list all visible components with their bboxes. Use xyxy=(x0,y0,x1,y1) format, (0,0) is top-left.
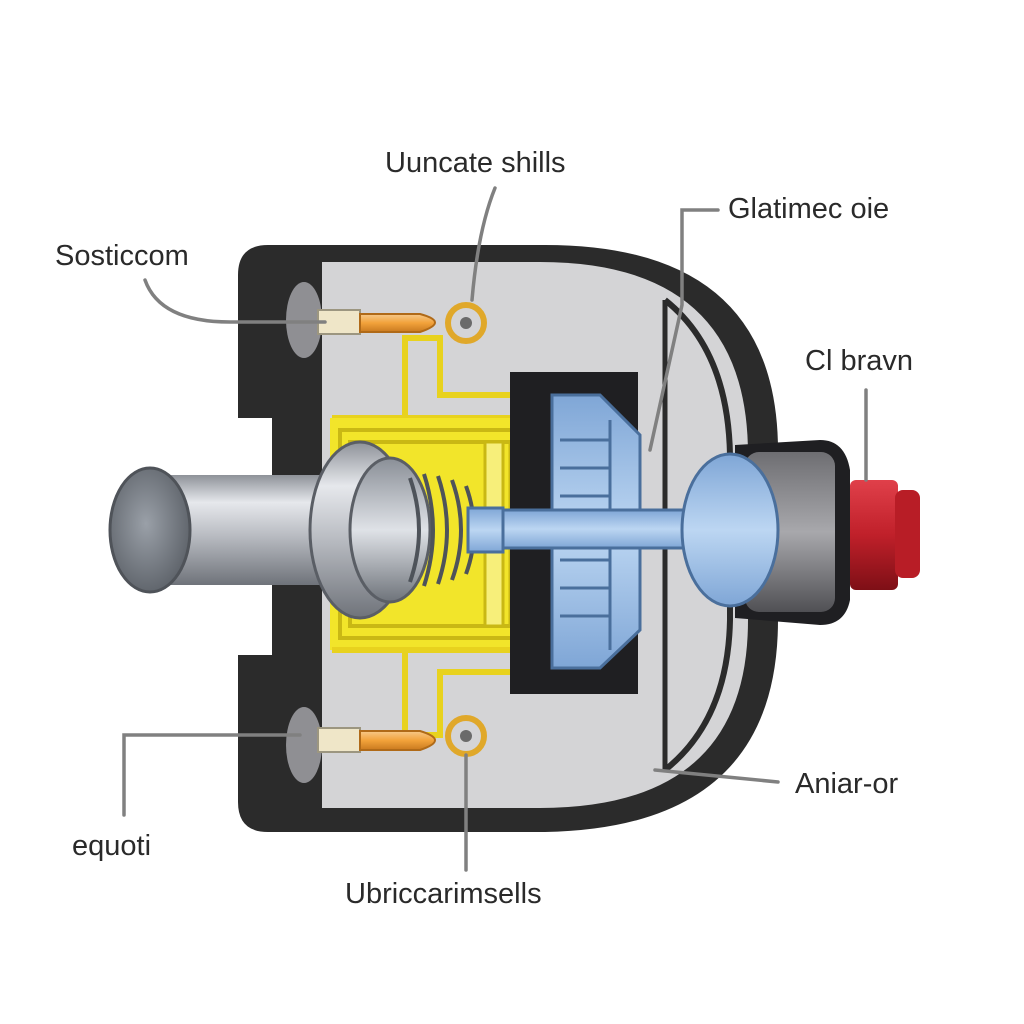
label-sosticcom: Sosticcom xyxy=(55,240,189,272)
leader-aniar-or xyxy=(653,768,780,784)
red-cap-tip xyxy=(895,490,920,578)
shaft-collar xyxy=(348,456,432,604)
label-glatimec-oie: Glatimec oie xyxy=(728,193,889,225)
mount-hole-top xyxy=(286,282,322,358)
label-cl-bravn: Cl bravn xyxy=(805,345,913,377)
leader-sosticcom xyxy=(143,278,327,324)
end-cap xyxy=(680,440,920,625)
mount-hole-bottom xyxy=(286,707,322,783)
label-ubriccarimsells: Ubriccarimsells xyxy=(345,878,542,910)
shaft-assembly xyxy=(108,440,505,620)
pin-ring-top xyxy=(445,302,487,344)
pin-top xyxy=(317,302,487,344)
leader-glatimec-oie xyxy=(648,208,720,452)
rotor-axle xyxy=(488,508,707,550)
red-cap-body xyxy=(850,480,898,590)
leader-equoti xyxy=(122,733,302,817)
label-aniar-or: Aniar-or xyxy=(795,768,898,800)
leader-uuncate-shills xyxy=(470,186,497,302)
leader-lines xyxy=(122,186,868,872)
end-cap-lens xyxy=(680,452,780,608)
label-uuncate-shills: Uuncate shills xyxy=(385,147,566,179)
blue-rotor xyxy=(488,372,707,694)
label-equoti: equoti xyxy=(72,830,151,862)
shaft-coupler xyxy=(466,506,505,554)
shaft-end-face xyxy=(108,466,192,594)
